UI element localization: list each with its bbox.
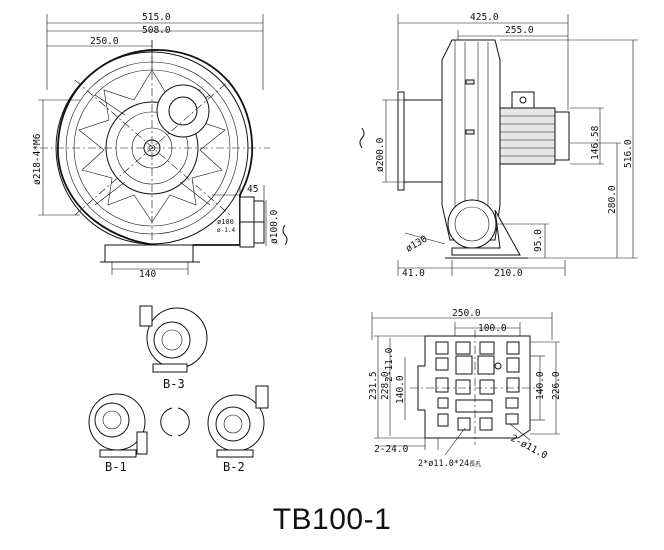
dim-plate-right-depth: 226.0 (551, 371, 562, 400)
dim-plate-mid-right: 140.0 (535, 371, 546, 400)
dim-inner-width: 508.0 (142, 25, 171, 36)
holes-note-suffix: 長孔 (469, 460, 481, 468)
dim-inlet-dia: ø200.0 (375, 137, 386, 172)
dim-side-outlet-dia: ø130 (404, 233, 430, 254)
dim-overall-width: 515.0 (142, 12, 171, 23)
dim-center-height: 280.0 (607, 185, 618, 214)
dim-slot-b: 2-24.0 (374, 444, 409, 455)
rotation-arc (160, 407, 173, 437)
dim-total-height: 516.0 (623, 139, 634, 168)
dim-base-height: 95.0 (533, 229, 544, 252)
dim-base-length: 210.0 (494, 268, 523, 279)
front-view: 515.0 508.0 250.0 ø218-4*M6 (32, 12, 288, 280)
dim-plate-depth-inner: 228.0 (380, 371, 391, 400)
dim-motor-length: 255.0 (505, 25, 534, 36)
holes-note: 2*ø11.0*24長孔 (418, 459, 481, 469)
orientation-b2: B-2 (207, 385, 269, 474)
dim-bolt-circle: ø218-4*M6 (32, 133, 43, 185)
dim-base-width: 140 (139, 269, 156, 280)
dim-front-offset: 41.0 (402, 268, 425, 279)
dim-plate-width: 250.0 (452, 308, 481, 319)
dim-half-width: 250.0 (90, 36, 119, 47)
dim-plate-mid-left: 140.0 (395, 375, 406, 404)
dim-plate-depth-outer: 231.5 (368, 371, 379, 400)
label-b1: B-1 (105, 460, 127, 474)
label-b3: B-3 (163, 377, 185, 391)
flange-note-sub: ø-1.4 (217, 227, 235, 234)
flange-note-dia: ø100 (217, 218, 234, 226)
base-plate-view: 250.0 100.0 231.5 228.0 (368, 308, 562, 469)
orientation-b1: B-1 (88, 393, 148, 474)
dim-slot-a: 2-11.0 (384, 347, 395, 382)
dim-outlet-offset: 45 (247, 184, 258, 195)
dim-hole-spacing: 100.0 (478, 323, 507, 334)
dim-side-overall-length: 425.0 (470, 12, 499, 23)
model-title: TB100-1 (272, 503, 392, 536)
label-b2: B-2 (223, 460, 245, 474)
side-view: 425.0 255.0 ø200.0 ø130 (359, 12, 638, 279)
orientation-b3: B-3 (139, 305, 208, 391)
dim-outlet-dia: ø100.0 (269, 209, 280, 244)
holes-note-main: 2*ø11.0*24 (418, 459, 469, 469)
dim-hole-callout: 2-ø11.0 (509, 433, 550, 462)
